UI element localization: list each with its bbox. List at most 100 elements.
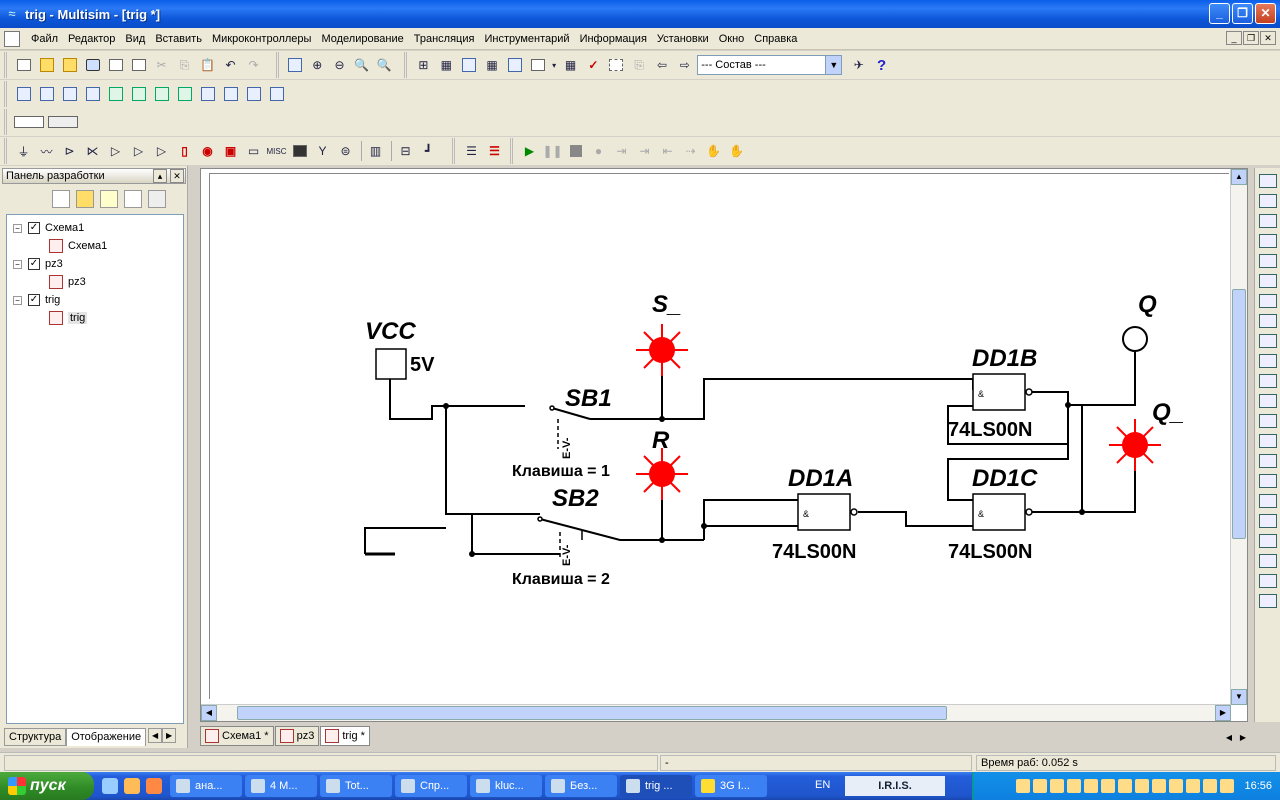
frequency-counter-icon[interactable]	[1259, 294, 1277, 308]
maximize-button[interactable]: ❐	[1232, 3, 1253, 24]
database-icon[interactable]	[459, 55, 480, 76]
electromech-icon[interactable]: ⊜	[340, 144, 351, 158]
quicklaunch-2-icon[interactable]	[124, 778, 140, 794]
close-button[interactable]: ✕	[1255, 3, 1276, 24]
virtual-comp-2-icon[interactable]	[36, 84, 57, 105]
run-to-cursor-icon[interactable]: ⇢	[685, 144, 696, 158]
tree-leaf-pz3[interactable]: pz3	[7, 273, 183, 291]
schematic-sheet[interactable]: VCC 5V SB1 Клавиша = 1 E-V- SB2 Клавиша …	[209, 173, 1229, 699]
visible-checkbox[interactable]: ✓	[28, 222, 40, 234]
virtual-comp-9-icon[interactable]	[197, 84, 218, 105]
run-switch-icon[interactable]	[13, 112, 45, 133]
advanced-periph-icon[interactable]	[289, 141, 310, 162]
tray-icon-7[interactable]	[1118, 779, 1133, 793]
mcu-icon[interactable]: ▥	[369, 144, 382, 158]
word-generator-icon[interactable]	[1259, 314, 1277, 328]
scroll-up-icon[interactable]: ▲	[1231, 169, 1247, 185]
collapse-icon[interactable]: −	[13, 223, 22, 233]
tab-schema1[interactable]: Схема1 *	[200, 726, 274, 746]
tree-leaf-trig[interactable]: trig	[7, 309, 183, 327]
taskbar-item-3[interactable]: Tot...	[320, 775, 392, 797]
menu-reports[interactable]: Информация	[579, 32, 647, 45]
tab-scroll-left-icon[interactable]: ◀	[1225, 733, 1233, 742]
panel-new-icon[interactable]	[52, 190, 70, 208]
paste-icon[interactable]: 📋	[200, 58, 215, 72]
new-icon[interactable]	[13, 55, 34, 76]
breakpoint-icon[interactable]: ✋	[706, 144, 721, 158]
tray-icon-5[interactable]	[1084, 779, 1099, 793]
open-icon[interactable]	[36, 55, 57, 76]
tree-leaf-schema1[interactable]: Схема1	[7, 237, 183, 255]
tree-node-pz3[interactable]: − ✓ pz3	[7, 255, 183, 273]
help-icon[interactable]: ?	[877, 56, 887, 74]
copy-icon[interactable]: ⎘	[179, 57, 190, 72]
analog-icon[interactable]: ▷	[110, 144, 121, 158]
electrical-rules-icon[interactable]: ▦	[564, 58, 577, 72]
horizontal-scroll-thumb[interactable]	[237, 706, 947, 720]
document-icon[interactable]	[4, 30, 20, 47]
stop-icon[interactable]	[565, 141, 586, 162]
taskbar-item-8[interactable]: 3G I...	[695, 775, 767, 797]
record-icon[interactable]: ●	[594, 144, 603, 158]
ladder-2-icon[interactable]: ☰	[489, 144, 500, 158]
quicklaunch-3-icon[interactable]	[146, 778, 162, 794]
tray-icon-11[interactable]	[1186, 779, 1201, 793]
tree-node-schema1[interactable]: − ✓ Схема1	[7, 219, 183, 237]
scroll-right-icon[interactable]: ▶	[1215, 705, 1231, 721]
taskbar-item-1[interactable]: ана...	[170, 775, 242, 797]
cmos-icon[interactable]: ▷	[156, 144, 167, 158]
iris-badge[interactable]: I.R.I.S.	[845, 776, 945, 796]
current-probe-icon[interactable]	[1259, 574, 1277, 588]
menu-file[interactable]: Файл	[31, 32, 59, 45]
taskbar-item-4[interactable]: Спр...	[395, 775, 467, 797]
save-icon[interactable]	[82, 55, 103, 76]
visible-checkbox[interactable]: ✓	[28, 294, 40, 306]
scroll-down-icon[interactable]: ▼	[1231, 689, 1247, 705]
panel-pin-button[interactable]: ▴	[153, 169, 167, 183]
grapher-dropdown-icon[interactable]: ▾	[552, 60, 557, 70]
menu-mcu[interactable]: Микроконтроллеры	[211, 32, 312, 45]
virtual-comp-3-icon[interactable]	[59, 84, 80, 105]
mdi-minimize-button[interactable]: _	[1226, 31, 1242, 45]
q-terminal[interactable]	[1122, 326, 1148, 352]
wattmeter-icon[interactable]	[1259, 214, 1277, 228]
agilent-scope-icon[interactable]	[1259, 494, 1277, 508]
misc-icon[interactable]: ▭	[247, 144, 260, 158]
play-icon[interactable]: ▶	[524, 144, 535, 158]
virtual-comp-10-icon[interactable]	[220, 84, 241, 105]
rf-icon[interactable]: Y	[318, 144, 327, 158]
print-preview-icon[interactable]	[128, 55, 149, 76]
collapse-icon[interactable]: −	[13, 295, 22, 305]
tab-visibility[interactable]: Отображение	[66, 728, 147, 746]
agilent-generator-icon[interactable]	[1259, 454, 1277, 468]
erc-check-icon[interactable]: ✓	[588, 58, 599, 72]
zoom-out-icon[interactable]: ⊖	[334, 58, 345, 72]
step-over-icon[interactable]: ⇥	[639, 144, 650, 158]
tray-icon-6[interactable]	[1101, 779, 1116, 793]
schematic-workspace[interactable]: VCC 5V SB1 Клавиша = 1 E-V- SB2 Клавиша …	[200, 168, 1248, 722]
tray-icon-9[interactable]	[1152, 779, 1167, 793]
forward-annotate-icon[interactable]: ⇨	[679, 58, 690, 72]
hierarchical-block-icon[interactable]: ⊟	[400, 144, 411, 158]
edu-web-icon[interactable]: ✈	[853, 58, 864, 72]
logic-converter-icon[interactable]	[1259, 354, 1277, 368]
misc-digital-icon[interactable]: MISC	[266, 146, 287, 156]
bus-icon[interactable]: ┛	[424, 144, 433, 158]
tray-icon-10[interactable]	[1169, 779, 1184, 793]
menu-insert[interactable]: Вставить	[155, 32, 202, 45]
undo-icon[interactable]: ↶	[225, 58, 236, 72]
menu-help[interactable]: Справка	[754, 32, 798, 45]
menu-view[interactable]: Вид	[125, 32, 146, 45]
probe-s[interactable]	[636, 324, 688, 376]
four-channel-scope-icon[interactable]	[1259, 254, 1277, 268]
probe-r[interactable]	[636, 448, 688, 500]
pause-switch-icon[interactable]	[47, 112, 79, 133]
spreadsheet-icon[interactable]: ▦	[440, 58, 452, 72]
components-icon[interactable]: ▦	[486, 58, 498, 72]
function-generator-icon[interactable]	[1259, 194, 1277, 208]
transistor-icon[interactable]: ⋉	[86, 144, 99, 158]
menu-options[interactable]: Установки	[656, 32, 709, 45]
network-icon[interactable]	[1220, 779, 1235, 793]
basic-icon[interactable]: 〰	[40, 144, 53, 159]
collapse-icon[interactable]: −	[13, 259, 22, 269]
